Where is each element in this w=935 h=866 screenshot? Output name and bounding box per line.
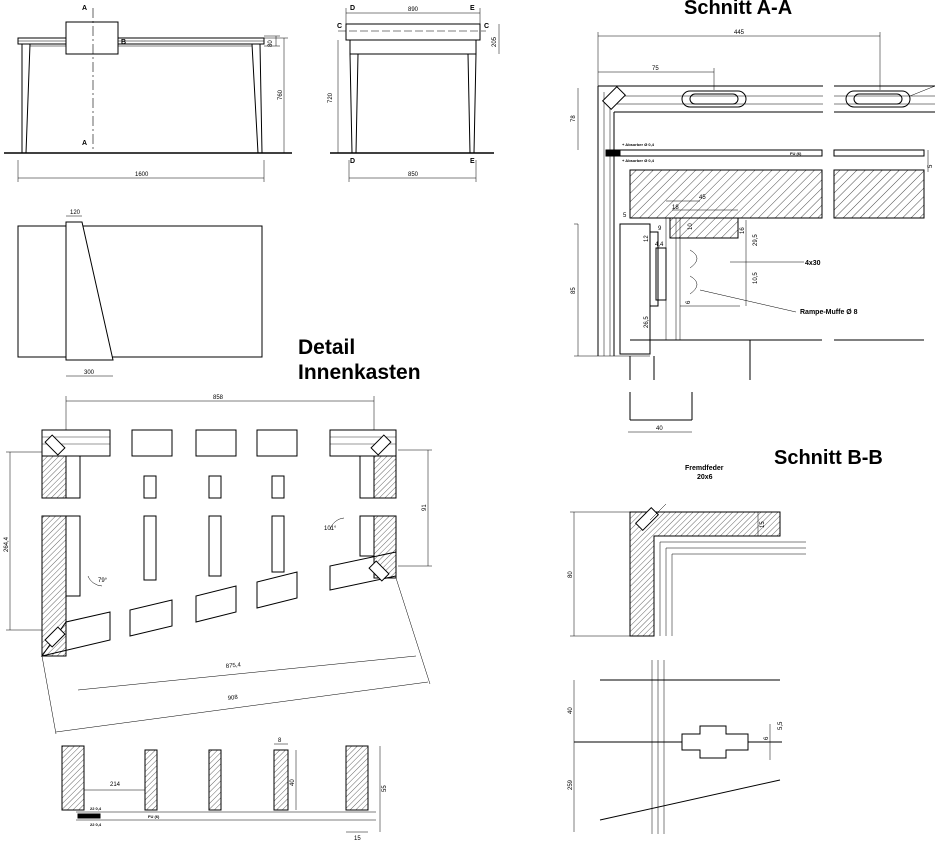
- inner-dim-diag1: 875,4: [226, 662, 242, 670]
- leg-plan: [17, 215, 263, 377]
- side-mark-c-right: C: [484, 23, 489, 30]
- front-dim-top: 80: [268, 40, 274, 47]
- aa-dim-10-5: 10,5: [753, 272, 759, 284]
- side-mark-e-top: E: [470, 5, 475, 12]
- bb-label-feder-2: 20x6: [697, 474, 713, 481]
- inner-dim-right: 91: [422, 504, 428, 511]
- aa-dim-29-5: 29,5: [753, 234, 759, 246]
- inner-box-detail: [6, 396, 432, 735]
- bb-dim-15: 15: [760, 521, 766, 528]
- aa-dim-10: 10: [688, 223, 694, 230]
- schnitt-aa-title: Schnitt A-A: [684, 0, 793, 19]
- aa-label-top-b: + Absorber Ø 0,4: [622, 158, 655, 163]
- aa-dim-26-5: 26,5: [644, 316, 650, 328]
- aa-label-4x30: 4x30: [805, 260, 821, 267]
- inner-dim-left: 264,4: [4, 536, 10, 552]
- bb-dim-6: 6: [764, 736, 770, 740]
- aa-dim-18: 18: [672, 205, 679, 211]
- bottom-dim-15: 15: [354, 836, 361, 842]
- inner-angle1: 79°: [98, 578, 108, 584]
- aa-dim-4-4: 4,4: [655, 242, 664, 248]
- bottom-dim-40: 40: [290, 779, 296, 786]
- side-mark-d-bottom: D: [350, 158, 355, 165]
- bb-dim-5-5: 5,5: [778, 721, 784, 730]
- aa-dim-16: 16: [740, 227, 746, 234]
- schnitt-bb-title: Schnitt B-B: [774, 447, 883, 469]
- front-view: [4, 8, 292, 182]
- aa-label-fu: FU (6): [790, 151, 802, 156]
- detail-title-line1: Detail: [298, 336, 356, 359]
- bottom-dim-8: 8: [278, 738, 282, 744]
- bottom-sections: [61, 743, 381, 833]
- front-dim-length: 1600: [135, 172, 149, 178]
- bottom-label-fu: FU (6): [148, 814, 160, 819]
- front-mark-a-bottom: A: [82, 140, 87, 147]
- bb-dim-80: 80: [568, 571, 574, 578]
- side-dim-height: 720: [328, 92, 334, 103]
- bottom-label-a: 22 0,4: [90, 806, 102, 811]
- bottom-label-b: 22 0,4: [90, 822, 102, 827]
- aa-dim-12: 12: [644, 235, 650, 242]
- bottom-dim-214: 214: [110, 782, 121, 788]
- side-dim-top: 205: [492, 36, 498, 47]
- aa-dim-9: 9: [658, 226, 662, 232]
- inner-dim-diag2: 908: [228, 695, 239, 702]
- aa-label-top-a: + Absorber Ø 0,4: [622, 142, 655, 147]
- leg-dim-top: 120: [70, 210, 81, 216]
- section-bb: [570, 503, 806, 834]
- bottom-dim-55: 55: [382, 785, 388, 792]
- side-dim-bottom-width: 850: [408, 172, 419, 178]
- aa-dim-5-right: 5: [928, 164, 934, 168]
- front-mark-a-top: A: [82, 5, 87, 12]
- side-mark-e-bottom: E: [470, 158, 475, 165]
- aa-dim-5: 5: [623, 213, 627, 219]
- leg-dim-bottom: 300: [84, 370, 95, 376]
- bb-dim-259: 259: [568, 779, 574, 790]
- aa-dim-75: 75: [652, 66, 659, 72]
- aa-dim-6: 6: [686, 300, 692, 304]
- inner-angle2: 101°: [324, 526, 337, 532]
- front-mark-b: B: [121, 39, 126, 46]
- side-mark-d-top: D: [350, 5, 355, 12]
- front-dim-height: 760: [278, 89, 284, 100]
- aa-label-rampe: Rampe-Muffe Ø 8: [800, 309, 858, 316]
- bb-label-feder-1: Fremdfeder: [685, 465, 724, 472]
- side-mark-c-left: C: [337, 23, 342, 30]
- aa-dim-445: 445: [734, 30, 745, 36]
- aa-dim-45: 45: [699, 195, 706, 201]
- bb-dim-40: 40: [568, 707, 574, 714]
- side-dim-top-width: 890: [408, 7, 419, 13]
- aa-dim-40: 40: [656, 426, 663, 432]
- side-view: [330, 8, 500, 182]
- aa-dim-85: 85: [571, 287, 577, 294]
- aa-dim-78: 78: [571, 115, 577, 122]
- detail-title-line2: Innenkasten: [298, 361, 421, 384]
- inner-dim-width: 858: [213, 395, 224, 401]
- section-aa: [574, 32, 935, 433]
